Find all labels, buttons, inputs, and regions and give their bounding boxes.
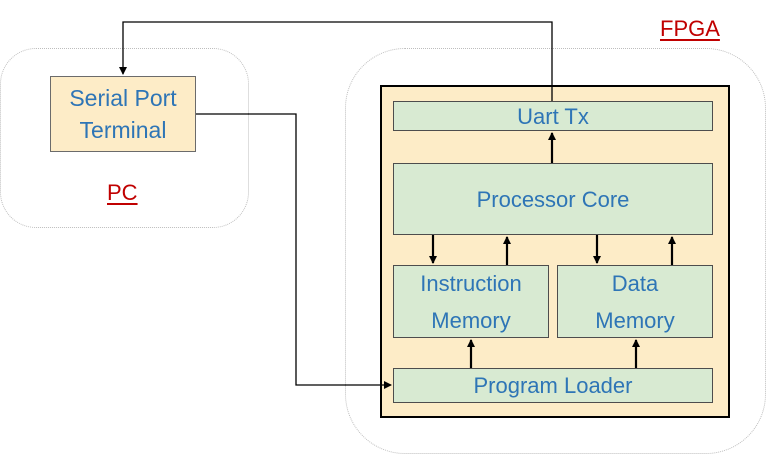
instruction-memory-line1: Instruction (420, 270, 522, 296)
serial-port-terminal-block: Serial Port Terminal (50, 76, 196, 152)
uart-tx-block: Uart Tx (393, 101, 713, 131)
data-memory-line1: Data (611, 270, 659, 296)
serial-port-terminal-line1: Serial Port (69, 85, 177, 111)
instruction-memory-line2: Memory (431, 307, 511, 333)
pc-region-label: PC (107, 180, 138, 205)
terminal-to-loader-wire (196, 113, 392, 389)
data-memory-block: Data Memory (557, 265, 713, 338)
program-loader-label: Program Loader (473, 373, 633, 398)
data-memory-line2: Memory (595, 307, 675, 333)
fpga-chip (380, 85, 730, 418)
serial-port-terminal-line2: Terminal (79, 117, 167, 143)
processor-core-block: Processor Core (393, 163, 713, 235)
processor-core-label: Processor Core (476, 186, 630, 212)
instruction-memory-block: Instruction Memory (393, 265, 549, 338)
fpga-region-label: FPGA (660, 16, 720, 41)
uart-tx-label: Uart Tx (517, 103, 589, 129)
program-loader-block: Program Loader (393, 368, 713, 403)
uart-to-terminal-wire (119, 21, 553, 101)
